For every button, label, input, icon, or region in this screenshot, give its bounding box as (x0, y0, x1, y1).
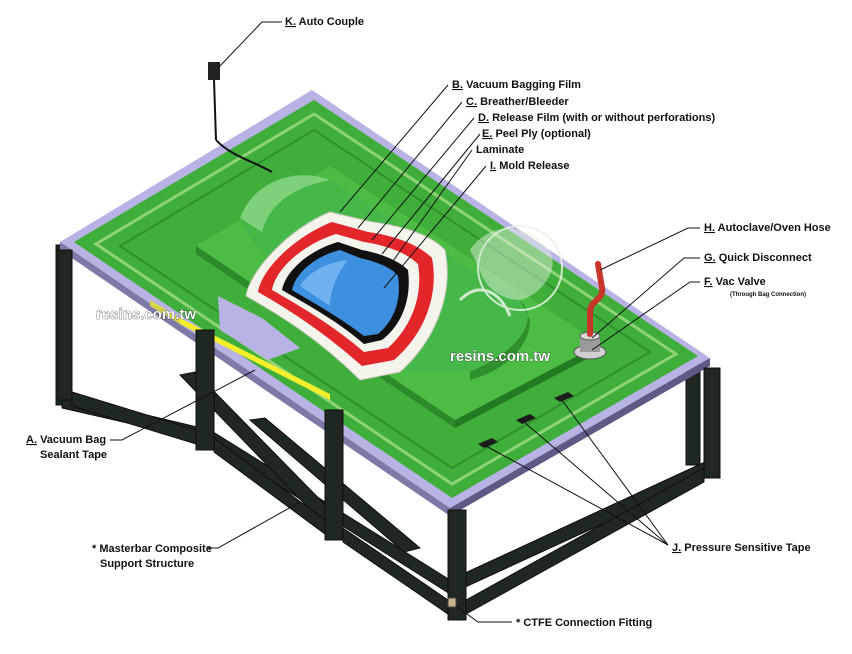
auto-couple-plug-icon (208, 62, 273, 173)
ctfe-fitting-icon (447, 597, 457, 608)
support-frame-back (55, 244, 721, 595)
label-vac-valve-sub: (Through Bag Connection) (730, 292, 806, 298)
sealant-tape (180, 318, 330, 400)
pressure-sensitive-tape (478, 392, 574, 448)
label-masterbar: * Masterbar Composite (92, 543, 212, 555)
label-ctfe-fitting: * CTFE Connection Fitting (516, 617, 652, 629)
leader-lines (110, 21, 700, 623)
layup-dome (240, 175, 530, 381)
label-breather-bleeder: C. Breather/Bleeder (466, 96, 569, 108)
label-mold-release: I. Mold Release (490, 160, 570, 172)
label-laminate: Laminate (476, 144, 524, 156)
watermark-right: resins.com.tw (450, 348, 550, 365)
label-vac-valve: F. Vac Valve (704, 276, 766, 288)
logo-seal-icon (458, 225, 563, 317)
label-release-film: D. Release Film (with or without perfora… (478, 112, 715, 124)
watermark-left: resins.com.tw (96, 306, 196, 323)
labels: K. Auto Couple B. Vacuum Bagging Film C.… (26, 16, 831, 629)
label-sealant-tape-2: Sealant Tape (40, 449, 107, 461)
label-quick-disconnect: G. Quick Disconnect (704, 252, 812, 264)
support-frame-front (57, 249, 721, 621)
label-peel-ply: E. Peel Ply (optional) (482, 128, 591, 140)
label-auto-couple: K. Auto Couple (285, 16, 364, 28)
label-vacuum-bagging-film: B. Vacuum Bagging Film (452, 79, 581, 91)
label-pressure-tape: J. Pressure Sensitive Tape (672, 542, 811, 554)
label-sealant-tape: A. Vacuum Bag (26, 434, 106, 446)
label-autoclave-hose: H. Autoclave/Oven Hose (704, 222, 831, 234)
label-masterbar-2: Support Structure (100, 558, 194, 570)
hose-icon (587, 261, 606, 337)
